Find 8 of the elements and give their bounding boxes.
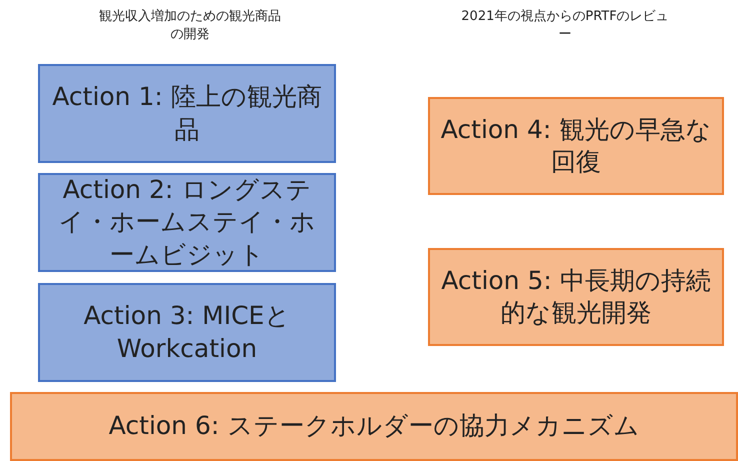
column-heading: 観光収入増加のための観光商品の開発	[98, 8, 282, 44]
action-box: Action 3: MICEとWorkcation	[38, 283, 336, 382]
action-box: Action 4: 観光の早急な回復	[428, 97, 724, 195]
action-box: Action 5: 中長期の持続的な観光開発	[428, 248, 724, 346]
column-heading: 2021年の視点からのPRTFのレビュー	[460, 8, 670, 44]
action-box: Action 1: 陸上の観光商品	[38, 64, 336, 163]
action-box: Action 2: ロングステイ・ホームステイ・ホームビジット	[38, 173, 336, 272]
action-box: Action 6: ステークホルダーの協力メカニズム	[10, 392, 738, 461]
